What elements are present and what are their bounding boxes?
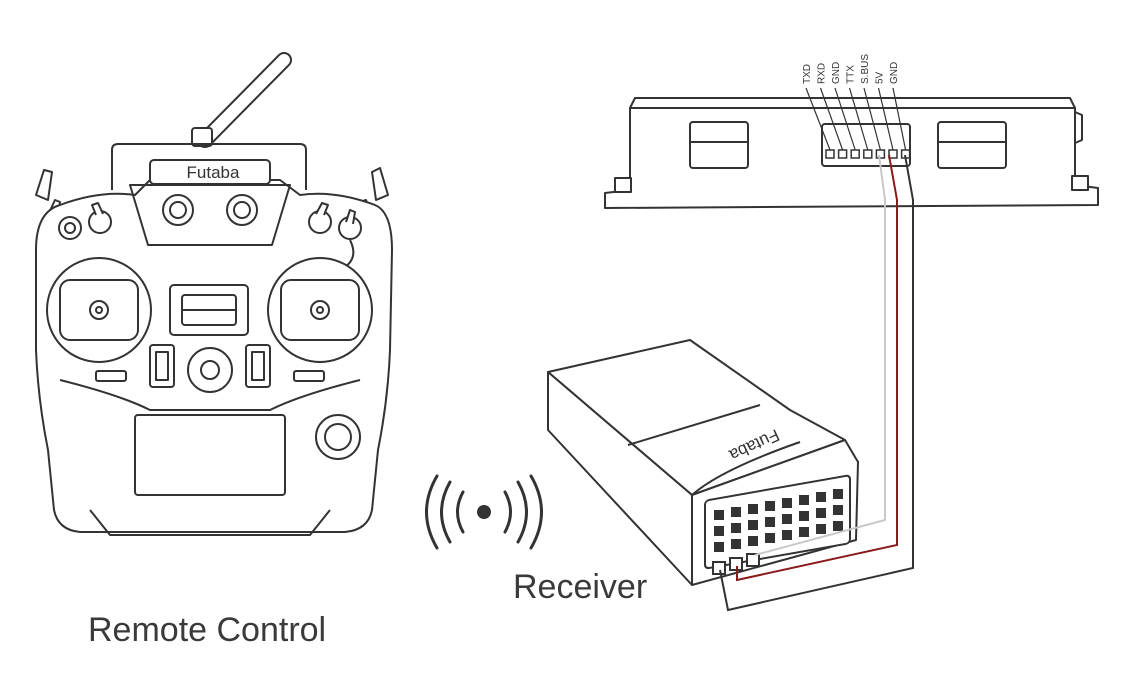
pin-label: RXD bbox=[817, 63, 828, 84]
receiver-pin bbox=[816, 508, 826, 518]
remote-control: Futaba bbox=[35, 52, 393, 536]
receiver-pin bbox=[731, 523, 741, 533]
fc-pin bbox=[837, 149, 848, 159]
sbus-wire bbox=[754, 154, 886, 556]
receiver-pin bbox=[731, 507, 741, 517]
receiver-pin bbox=[765, 501, 775, 511]
upper-knobs bbox=[162, 194, 258, 226]
pin-leader-line bbox=[877, 87, 894, 151]
carry-handle bbox=[111, 143, 307, 190]
receiver-pin bbox=[748, 504, 758, 514]
receiver-pin bbox=[833, 521, 843, 531]
fc-vents bbox=[689, 121, 1007, 169]
fc-pin bbox=[863, 149, 873, 159]
pin-label: GND bbox=[831, 62, 842, 84]
center-controls bbox=[95, 284, 325, 393]
pin-leader-line bbox=[834, 87, 856, 151]
fc-pin bbox=[825, 149, 835, 159]
receiver-pin bbox=[782, 530, 792, 540]
pin-label: TTX bbox=[846, 65, 857, 84]
receiver-pin bbox=[782, 514, 792, 524]
receiver-pin bbox=[816, 492, 826, 502]
receiver-caption: Receiver bbox=[513, 568, 647, 606]
wires bbox=[719, 154, 914, 612]
pin-label: TXD bbox=[802, 64, 813, 84]
pin-leader-line bbox=[848, 87, 869, 151]
lower-panel bbox=[59, 379, 361, 411]
receiver bbox=[547, 339, 859, 586]
receiver-pin bbox=[833, 505, 843, 515]
wireless-signal-icon bbox=[425, 474, 543, 550]
left-gimbal bbox=[46, 257, 152, 363]
receiver-sbus-port bbox=[712, 553, 760, 575]
receiver-pin bbox=[748, 520, 758, 530]
pin-label: 5V bbox=[875, 71, 886, 84]
power-wire bbox=[736, 154, 898, 582]
pin-label: S.BUS bbox=[860, 54, 871, 84]
receiver-pin bbox=[799, 495, 809, 505]
toggle-switches bbox=[58, 202, 362, 271]
pin-label: GND bbox=[889, 62, 900, 84]
receiver-pin bbox=[799, 511, 809, 521]
receiver-pin bbox=[714, 542, 724, 552]
receiver-pin bbox=[816, 524, 826, 534]
pin-leader-line bbox=[819, 87, 844, 151]
remote-control-caption: Remote Control bbox=[88, 611, 326, 649]
right-gimbal bbox=[267, 257, 373, 363]
ground-wire bbox=[719, 154, 914, 612]
receiver-pin bbox=[765, 517, 775, 527]
fc-pin bbox=[875, 149, 886, 159]
receiver-pin bbox=[731, 539, 741, 549]
antenna bbox=[191, 52, 292, 148]
upper-panel bbox=[129, 184, 291, 246]
pin-leader-line bbox=[805, 87, 831, 151]
receiver-pin bbox=[799, 527, 809, 537]
receiver-pin bbox=[782, 498, 792, 508]
pin-leader-line bbox=[892, 87, 907, 151]
pin-leader-line bbox=[863, 87, 881, 151]
receiver-pin bbox=[833, 489, 843, 499]
receiver-pin bbox=[748, 536, 758, 546]
transmitter-brand: Futaba bbox=[187, 163, 240, 182]
lcd-screen bbox=[134, 414, 286, 496]
receiver-pin bbox=[714, 526, 724, 536]
receiver-pin bbox=[765, 533, 775, 543]
receiver-channel-pins bbox=[714, 489, 843, 552]
receiver-pin bbox=[714, 510, 724, 520]
fc-pin bbox=[850, 149, 860, 159]
